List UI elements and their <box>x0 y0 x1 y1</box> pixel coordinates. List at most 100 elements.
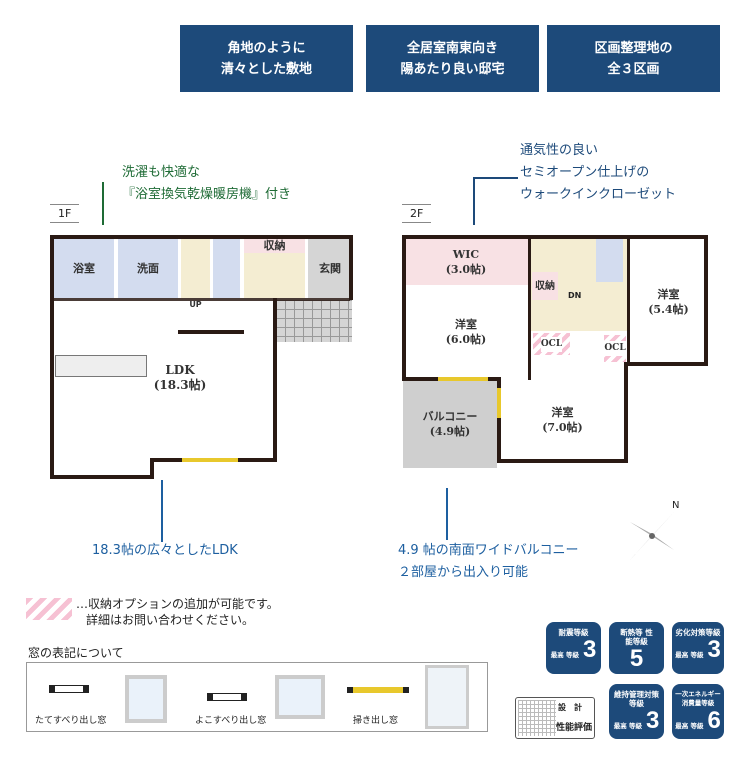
kitchen-counter <box>55 355 147 377</box>
badge-title: 耐震等級 <box>558 628 589 637</box>
caption-leader <box>446 488 448 540</box>
legend-label: よこすべり出し窓 <box>195 716 267 726</box>
legend-label: たてすべり出し窓 <box>35 716 107 726</box>
badge-value: 3 <box>582 636 597 663</box>
window-legend: たてすべり出し窓 よこすべり出し窓 掃き出し窓 <box>26 662 488 732</box>
wall <box>497 377 501 462</box>
badge-title: 一次エネルギー 消費量等級 <box>675 690 721 707</box>
wall <box>704 235 708 366</box>
badge-prefix: 最高 等級 <box>550 651 579 659</box>
feature-text: 全居室南東向き <box>406 40 498 56</box>
room-label: 洋室 <box>657 287 680 301</box>
casement-window-symbol-icon <box>49 685 89 693</box>
callout-line: 通気性の良い <box>520 143 599 158</box>
wall <box>349 235 353 300</box>
room-wic: WIC(3.0帖) <box>404 238 528 285</box>
room-label: バルコニー <box>422 410 478 423</box>
room-size: (4.9帖) <box>429 425 471 438</box>
room-label: OCL <box>540 336 563 352</box>
room-label: LDK <box>165 363 195 377</box>
wall <box>50 235 54 478</box>
feature-text: 陽あたり良い邸宅 <box>400 61 505 77</box>
wall <box>624 362 708 366</box>
room-storage: 収納 <box>244 238 305 298</box>
room-washroom: 洗面 <box>118 238 178 298</box>
compass-icon: N <box>622 500 682 570</box>
window <box>497 388 501 418</box>
callout-line: ウォークインクローゼット <box>520 187 677 202</box>
floor1-caption: 18.3帖の広々としたLDK <box>92 543 238 558</box>
balcony: バルコニー (4.9帖) <box>403 380 497 468</box>
awning-window-illustration <box>275 675 325 719</box>
badge-prefix: 最高 等級 <box>675 651 704 659</box>
badge-value: 3 <box>707 636 721 663</box>
feature-text: 区画整理地の <box>594 40 673 56</box>
feature-text: 角地のように <box>227 40 306 56</box>
room-label: WIC <box>452 247 480 261</box>
room-bath: 浴室 <box>54 238 114 298</box>
feature-text: 清々とした敷地 <box>220 61 312 77</box>
wall <box>50 298 350 301</box>
badge-value: 3 <box>645 707 660 734</box>
toilet <box>213 238 240 298</box>
logo-text: 設 計 <box>558 703 582 712</box>
design-performance-evaluation-logo: 設 計 性能評価 <box>515 697 595 739</box>
wall <box>497 459 627 463</box>
room-label: OCL <box>604 341 626 356</box>
room-size: (6.0帖) <box>445 332 487 346</box>
window <box>182 458 238 462</box>
floor2-callout: 通気性の良いセミオープン仕上げのウォークインクローゼット <box>520 140 676 206</box>
wall <box>178 330 244 334</box>
awning-window-symbol-icon <box>207 693 247 701</box>
room-ldk: LDK(18.3帖) <box>140 360 220 396</box>
house-grid-icon <box>518 700 556 736</box>
room-western-6: 洋室(6.0帖) <box>404 285 528 378</box>
callout-line: セミオープン仕上げの <box>520 165 650 180</box>
stairs-label: UP <box>189 300 202 309</box>
note-line: …収納オプションの追加が可能です。 <box>76 597 279 611</box>
room-label: 洋室 <box>551 406 574 419</box>
wall <box>150 458 154 478</box>
note-line: 詳細はお問い合わせください。 <box>86 613 255 627</box>
window <box>438 377 488 381</box>
storage-option-swatch <box>26 598 72 620</box>
room-western-7: 洋室 (7.0帖) <box>500 380 625 460</box>
badge-value: 5 <box>629 645 644 672</box>
wall <box>50 235 352 239</box>
callout-line: 『浴室換気乾燥暖房機』付き <box>122 187 292 202</box>
room-entrance: 玄関 <box>308 238 352 298</box>
floor-label-2f: 2F <box>402 204 432 223</box>
wall <box>402 235 708 239</box>
callout-leader <box>474 177 518 179</box>
room-label: 洋室 <box>455 317 477 331</box>
room-size: (3.0帖) <box>445 262 487 276</box>
sliding-window-illustration <box>425 665 469 729</box>
feature-box-3: 区画整理地の全３区画 <box>547 25 720 92</box>
window-legend-title: 窓の表記について <box>28 646 124 660</box>
toilet-2f <box>596 238 623 282</box>
room-western-5: 洋室(5.4帖) <box>630 238 707 365</box>
wall <box>402 235 406 380</box>
legend-label: 掃き出し窓 <box>353 716 399 726</box>
wall <box>50 475 154 479</box>
room-size: (18.3帖) <box>153 378 207 392</box>
compass-north-label: N <box>672 500 680 511</box>
wall <box>273 298 277 462</box>
ocl-closet-2: OCL <box>604 335 626 362</box>
callout-leader <box>102 182 104 225</box>
wall <box>624 363 628 463</box>
room-label: 収納 <box>244 238 305 253</box>
ocl-closet-1: OCL <box>533 333 570 355</box>
badge-prefix: 最高 等級 <box>675 722 704 730</box>
wall <box>528 238 531 380</box>
room-label: 浴室 <box>73 261 95 275</box>
badge-value: 6 <box>707 707 721 734</box>
room-size: (7.0帖) <box>542 421 583 434</box>
room-label: 玄関 <box>319 261 341 275</box>
